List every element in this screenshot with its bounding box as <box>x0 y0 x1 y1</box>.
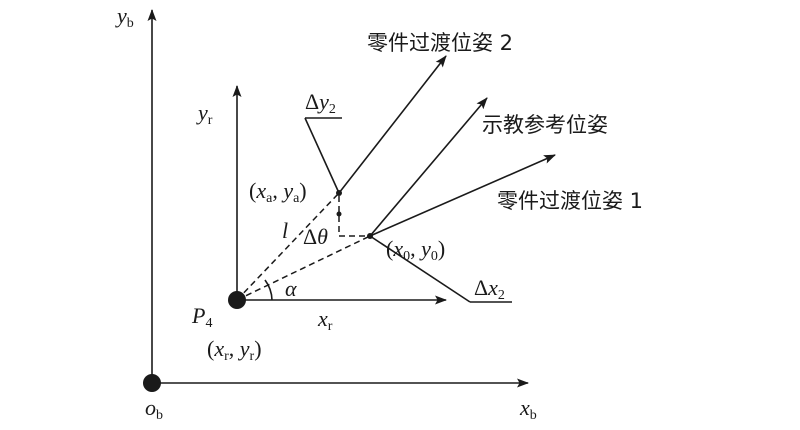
label-xr: xr <box>317 306 333 334</box>
label-xr-yr: (xr, yr) <box>207 336 262 364</box>
label-teach-pose: 示教参考位姿 <box>482 113 608 137</box>
label-yb: yb <box>115 3 134 31</box>
point-mid-dot <box>336 211 342 217</box>
label-l: l <box>282 218 288 243</box>
label-yr: yr <box>196 100 213 128</box>
label-delta-x2: Δx2 <box>474 275 505 303</box>
label-alpha: α <box>285 276 297 301</box>
pose1-arrow <box>369 154 556 237</box>
label-x0-y0: (x0, y0) <box>386 236 445 264</box>
delta-x2-perp-line <box>369 235 471 303</box>
label-p4: P4 <box>191 303 212 331</box>
label-pose1: 零件过渡位姿 1 <box>497 189 643 213</box>
pose2-arrow <box>338 55 447 194</box>
point-x0-y0 <box>367 233 373 239</box>
label-delta-y2: Δy2 <box>305 89 336 117</box>
label-pose2: 零件过渡位姿 2 <box>367 31 513 55</box>
delta-y2-perp-line <box>304 117 340 194</box>
label-xa-ya: (xa, ya) <box>249 178 307 206</box>
label-xb: xb <box>519 395 537 423</box>
teach-pose-arrow <box>369 97 488 237</box>
line-to-x0-dashed <box>236 235 371 301</box>
alpha-arc <box>264 279 273 301</box>
point-xa-ya <box>336 190 342 196</box>
base-origin-dot <box>143 374 161 392</box>
label-delta-theta: Δθ <box>303 224 328 249</box>
label-ob: ob <box>145 395 163 423</box>
line-l-dashed <box>236 192 340 301</box>
